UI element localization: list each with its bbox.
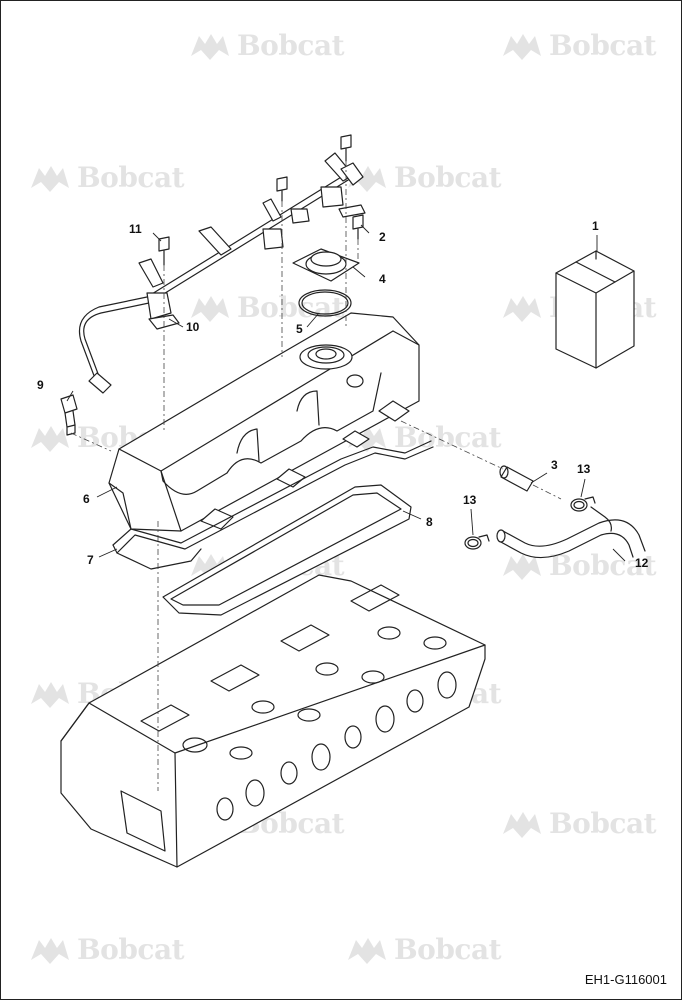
fuel-return-pipe	[78, 170, 366, 394]
breather-hose-short	[499, 465, 534, 492]
leader-lines	[66, 224, 626, 562]
temperature-sensor	[60, 394, 78, 436]
rocker-cover	[108, 312, 420, 532]
callout-1: 1	[592, 219, 599, 233]
hose-clamps	[464, 496, 596, 550]
cover-gasket	[112, 440, 434, 570]
callout-10: 10	[186, 320, 200, 334]
gasket-plate	[162, 484, 412, 616]
callout-13-right: 13	[577, 462, 591, 476]
drawing-code: EH1-G116001	[584, 972, 667, 987]
callout-8: 8	[426, 515, 433, 529]
screw	[352, 214, 364, 240]
callout-2: 2	[379, 230, 386, 244]
breather-hose	[496, 506, 646, 559]
callout-4: 4	[379, 272, 386, 286]
assembly-center-lines	[70, 161, 562, 791]
kit-box	[555, 250, 635, 369]
o-ring	[298, 289, 352, 317]
callout-12: 12	[635, 556, 649, 570]
banjo-bolts	[158, 134, 352, 266]
callout-6: 6	[83, 492, 90, 506]
callout-13-left: 13	[463, 493, 477, 507]
callout-7: 7	[87, 553, 94, 567]
callout-5: 5	[296, 322, 303, 336]
breather-cover	[292, 248, 360, 282]
callout-3: 3	[551, 458, 558, 472]
callout-9: 9	[37, 378, 44, 392]
cylinder-head	[60, 574, 486, 868]
leak-off-fittings	[138, 152, 364, 288]
callout-11: 11	[129, 222, 142, 236]
